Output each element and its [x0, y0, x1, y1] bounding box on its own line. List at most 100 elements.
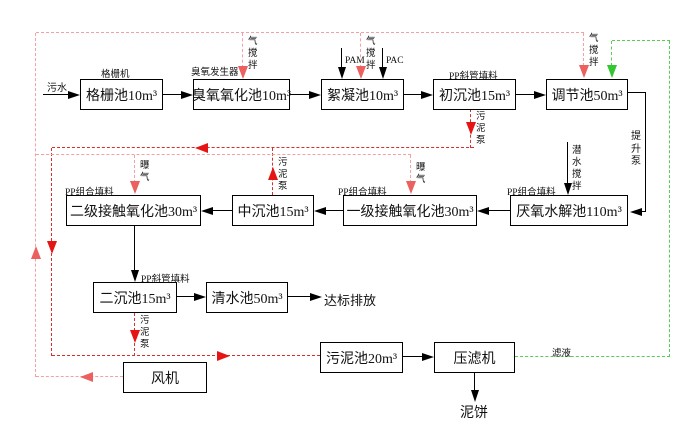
pp-combined-filler-label-first: PP组合填料: [338, 188, 387, 198]
second-drop-line: [134, 226, 135, 271]
sludge-to-press-arrow: [422, 352, 434, 361]
flocculation-air-line: [360, 33, 361, 68]
air-fan-line: [36, 376, 123, 377]
sludge-pool-box: 污泥池20m³: [320, 342, 403, 373]
grid-to-ozone-arrow: [181, 90, 193, 99]
filter-press-box: 压滤机: [434, 342, 515, 373]
inlet-line: [43, 94, 70, 95]
anaerobic-to-first-arrow: [477, 206, 489, 215]
grid-machine-label: 格栅机: [101, 70, 130, 80]
sludge-bottom-line: [52, 355, 320, 356]
ozone-oxidation-box: 臭氧氧化池10m³: [192, 79, 291, 110]
press-drop-line: [474, 373, 475, 391]
first-to-middle-arrow: [314, 206, 326, 215]
regulation-box: 调节池50m³: [546, 79, 628, 110]
flocculation-primary-line: [404, 94, 424, 95]
ozone-flocculation-line: [290, 94, 312, 95]
lift-pump-label: 提升泵: [631, 131, 641, 167]
grid-pool-box: 格栅池10m³: [80, 79, 163, 110]
first-middle-line: [325, 210, 343, 211]
aeration-label-first: 曝气: [415, 163, 426, 185]
filtrate-return-arrow: [607, 65, 617, 78]
flocculation-air-arrow: [356, 66, 366, 79]
pp-combined-filler-label-anaerobic: PP组合填料: [507, 188, 556, 198]
flocculation-box: 絮凝池10m³: [321, 79, 404, 110]
flocculation-to-primary-arrow: [421, 90, 433, 99]
pam-arrow: [337, 67, 346, 79]
filtrate-label: 滤液: [552, 349, 572, 359]
first-contact-oxidation-box: 一级接触氧化池30m³: [343, 195, 477, 226]
pac-line: [382, 48, 383, 70]
lift-pump-v-line: [645, 93, 646, 212]
discharge-label: 达标排放: [324, 293, 377, 308]
sludge-line-right-arrow: [217, 351, 230, 361]
regulation-air-line: [583, 33, 584, 66]
fan-air-left-arrow: [80, 372, 93, 382]
primary-regulation-line: [516, 94, 537, 95]
primary-sludge-arrow: [466, 122, 476, 135]
lift-pump-arrow: [630, 207, 642, 216]
lift-pump-h-line: [639, 211, 646, 212]
sludge-pump-label-primary: 污泥泵: [475, 112, 486, 146]
middle-sludge-arrow: [268, 167, 278, 180]
pp-combined-filler-label-second: PP组合填料: [65, 188, 114, 198]
wastewater-label: 污水: [47, 83, 67, 94]
fan-box: 风机: [123, 362, 207, 393]
air-mix-label-regulation: 气搅拌: [588, 34, 599, 68]
second-aeration-arrow: [130, 181, 140, 194]
first-aeration-arrow: [406, 181, 416, 194]
mud-cake-arrow: [470, 390, 479, 402]
pac-arrow: [378, 67, 387, 79]
second-to-secondary-arrow: [130, 270, 139, 282]
first-aeration-line: [410, 155, 411, 183]
anaerobic-first-line: [489, 210, 510, 211]
air-line-up-arrow: [31, 246, 41, 259]
inlet-arrow: [68, 90, 80, 99]
secondary-clear-line: [177, 296, 197, 297]
submersible-mixer-arrow: [563, 183, 572, 195]
air-mid-line: [36, 154, 411, 155]
pam-label: PAM: [345, 56, 365, 66]
air-mix-label-ozone: 气搅拌: [247, 37, 258, 71]
anaerobic-hydrolysis-box: 厌氧水解池110m³: [510, 195, 628, 226]
air-top-line: [36, 32, 584, 33]
filtrate-top-line: [612, 40, 670, 41]
sludge-pump-label-secondary: 污泥泵: [139, 316, 150, 350]
regulation-exit-line: [628, 92, 646, 93]
pp-inclined-tube-label-secondary: PP斜管填料: [141, 275, 190, 285]
middle-sedimentation-box: 中沉池15m³: [232, 195, 314, 226]
ozone-to-flocculation-arrow: [309, 90, 321, 99]
submersible-mixer-line: [567, 142, 568, 186]
primary-sedimentation-box: 初沉池15m³: [433, 79, 516, 110]
filtrate-right-line: [669, 41, 670, 357]
ozone-generator-label: 臭氧发生器: [191, 68, 239, 78]
clear-discharge-line: [288, 296, 313, 297]
sludgepool-press-line: [403, 356, 425, 357]
middle-to-second-arrow: [201, 206, 213, 215]
sludge-line-left-arrow: [195, 143, 208, 153]
ozone-air-line: [242, 33, 243, 68]
sludge-line-down-arrow: [47, 241, 57, 254]
mud-cake-label: 泥饼: [460, 406, 488, 421]
submersible-mixer-label: 潜水搅拌: [571, 146, 582, 192]
air-left-line: [35, 33, 36, 377]
sludge-pump-label-middle: 污泥泵: [277, 158, 288, 192]
secondary-sludge-arrow: [130, 330, 140, 343]
pp-inclined-tube-label-primary: PP斜管填料: [449, 72, 498, 82]
pac-label: PAC: [386, 56, 404, 66]
clear-water-box: 清水池50m³: [206, 282, 288, 313]
aeration-label-second: 曝气: [139, 161, 150, 183]
air-mix-label-flocculation: 气搅拌: [365, 37, 376, 71]
filtrate-drop-line: [611, 41, 612, 66]
second-contact-oxidation-box: 二级接触氧化池30m³: [66, 195, 201, 226]
ozone-air-arrow: [238, 66, 248, 79]
filtrate-out-line: [515, 356, 670, 357]
discharge-arrow: [310, 292, 322, 301]
pam-line: [341, 48, 342, 70]
regulation-air-arrow: [579, 65, 589, 78]
secondary-to-clear-arrow: [194, 292, 206, 301]
middle-second-line: [212, 210, 232, 211]
secondary-sedimentation-box: 二沉池15m³: [93, 282, 177, 313]
second-aeration-line: [134, 155, 135, 183]
